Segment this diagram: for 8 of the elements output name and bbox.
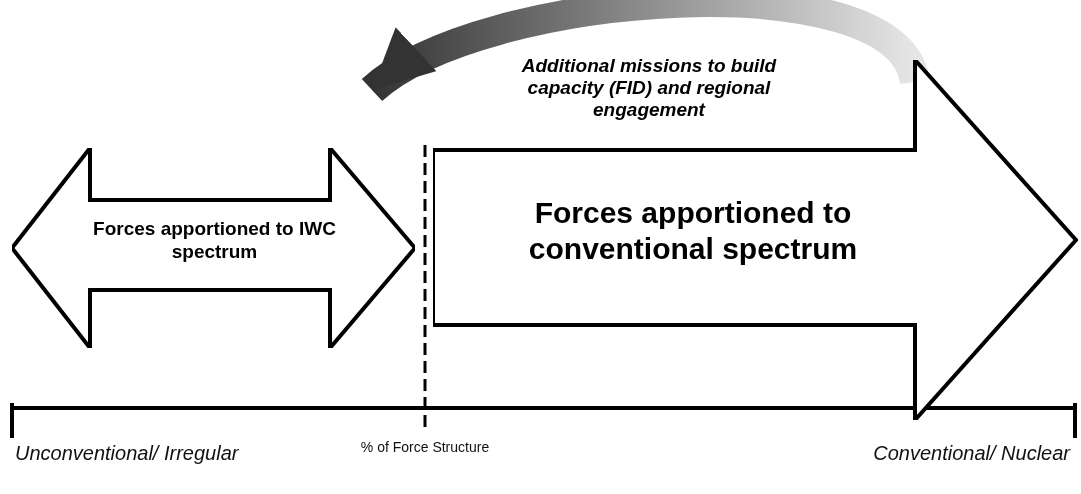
arrow-shape: [12, 148, 415, 348]
curved-arrow: [363, 0, 929, 103]
axis-label: Conventional/ Nuclear: [872, 442, 1070, 464]
node-label: Forces apportioned to conventional spectrum: [527, 195, 859, 267]
arrow-shape: [433, 60, 1078, 420]
node-label: Forces apportioned to IWC spectrum: [92, 218, 337, 264]
axis-label: Unconventional/ Irregular: [15, 442, 240, 464]
axis-label: % of Force Structure: [359, 440, 491, 456]
